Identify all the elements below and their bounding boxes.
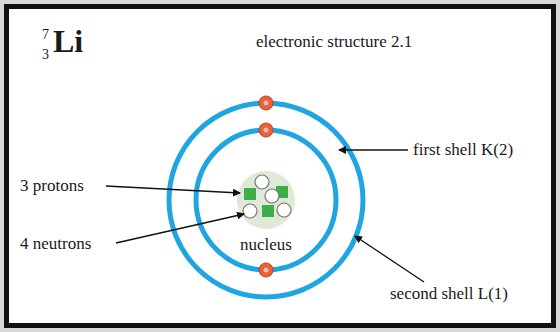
leader-line bbox=[339, 149, 408, 150]
structure-note: electronic structure 2.1 bbox=[256, 33, 412, 52]
part-label: 3 protons bbox=[20, 177, 84, 196]
outer-shell bbox=[169, 103, 363, 297]
frame bbox=[4, 4, 556, 328]
shell-label: second shell L(1) bbox=[390, 285, 508, 304]
inner-shell bbox=[196, 130, 336, 270]
atomic-number: 3 bbox=[42, 47, 49, 62]
part-label: nucleus bbox=[240, 236, 292, 255]
mass-number: 7 bbox=[42, 27, 49, 42]
element-symbol: Li bbox=[53, 24, 83, 59]
leader-line bbox=[116, 214, 244, 243]
leader-line bbox=[106, 186, 240, 193]
part-label: 4 neutrons bbox=[20, 235, 91, 254]
shell-label: first shell K(2) bbox=[413, 141, 513, 160]
nucleus-symbol bbox=[237, 171, 295, 229]
leader-line bbox=[355, 236, 424, 282]
